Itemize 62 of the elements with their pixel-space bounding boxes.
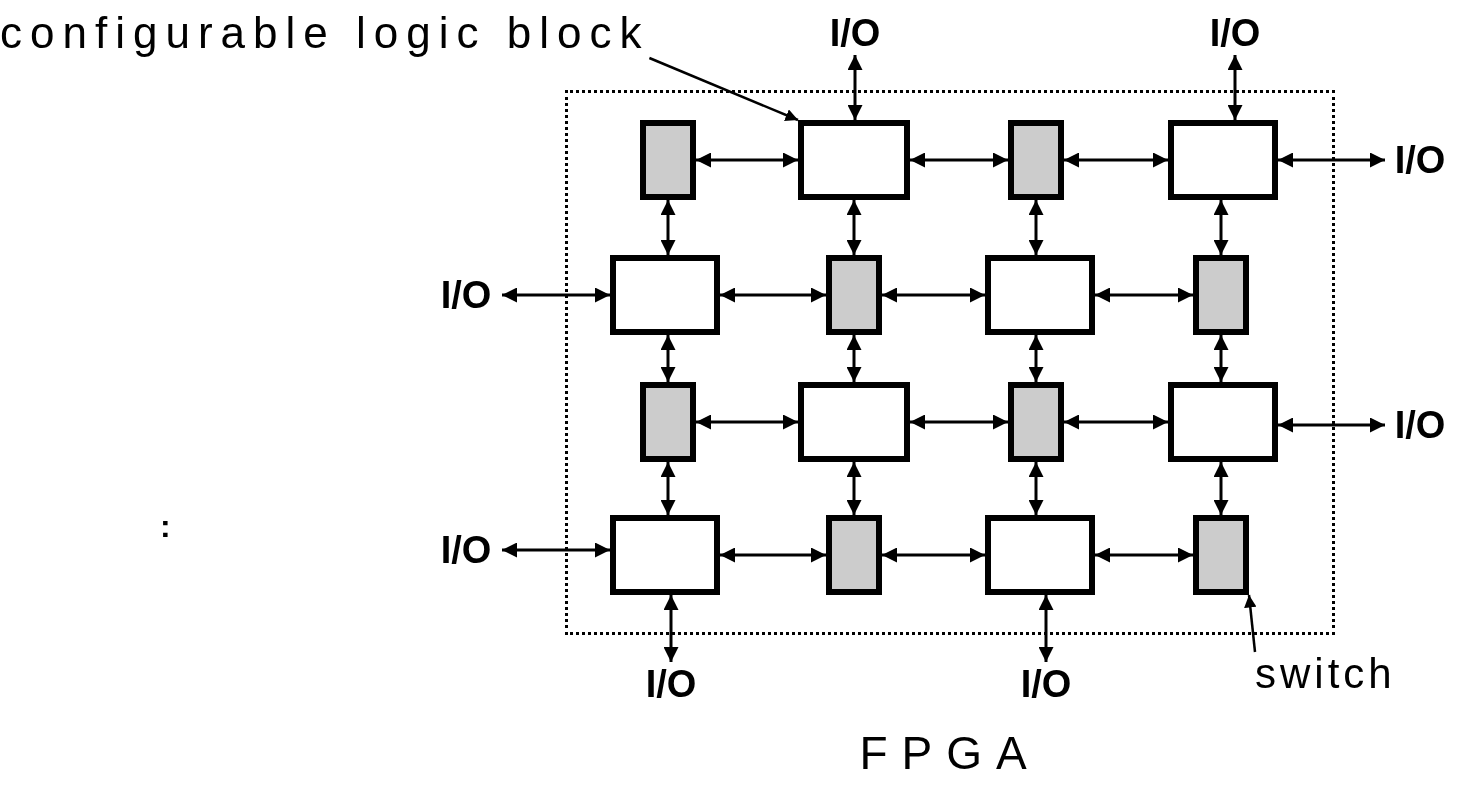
double-arrow [1028, 462, 1044, 515]
double-arrow [910, 152, 1008, 168]
double-arrow [1064, 414, 1168, 430]
double-arrow [1213, 462, 1229, 515]
io-label: I/O [1385, 403, 1455, 447]
diagram-caption: FPGA [859, 730, 1041, 776]
double-arrow [1278, 152, 1385, 168]
double-arrow [1278, 417, 1385, 433]
double-arrow [882, 547, 985, 563]
leader-arrow [1244, 594, 1257, 653]
double-arrow [660, 200, 676, 255]
logic-block [610, 515, 720, 595]
switch-block [1008, 382, 1064, 462]
double-arrow [660, 462, 676, 515]
logic-block [798, 120, 910, 200]
io-label: I/O [1385, 138, 1455, 182]
double-arrow [1028, 200, 1044, 255]
io-label: I/O [1010, 662, 1082, 706]
double-arrow [1213, 200, 1229, 255]
double-arrow [1213, 335, 1229, 382]
callout-text: configurable logic block [0, 8, 650, 58]
double-arrow [882, 287, 985, 303]
double-arrow [847, 55, 863, 120]
switch-block [1008, 120, 1064, 200]
io-label: I/O [815, 10, 895, 55]
io-label: I/O [635, 662, 707, 706]
logic-block [798, 382, 910, 462]
double-arrow [1095, 287, 1193, 303]
switch-block [640, 120, 696, 200]
double-arrow [1028, 335, 1044, 382]
leader-arrow [648, 56, 799, 122]
double-arrow [663, 595, 679, 662]
double-arrow [1227, 55, 1243, 120]
double-arrow [502, 287, 610, 303]
logic-block [1168, 120, 1278, 200]
double-arrow [846, 200, 862, 255]
double-arrow [1038, 595, 1054, 662]
switch-block [826, 255, 882, 335]
stray-mark: : [160, 510, 171, 542]
double-arrow [1064, 152, 1168, 168]
double-arrow [720, 547, 826, 563]
callout-text: switch [1255, 652, 1440, 696]
io-label: I/O [430, 528, 502, 572]
logic-block [1168, 382, 1278, 462]
double-arrow [660, 335, 676, 382]
double-arrow [1095, 547, 1193, 563]
io-label: I/O [430, 273, 502, 317]
logic-block [985, 255, 1095, 335]
double-arrow [720, 287, 826, 303]
switch-block [640, 382, 696, 462]
double-arrow [502, 542, 610, 558]
double-arrow [910, 414, 1008, 430]
logic-block [985, 515, 1095, 595]
double-arrow [846, 462, 862, 515]
io-label: I/O [1195, 10, 1275, 55]
double-arrow [696, 152, 798, 168]
double-arrow [696, 414, 798, 430]
switch-block [826, 515, 882, 595]
switch-block [1193, 515, 1249, 595]
double-arrow [846, 335, 862, 382]
logic-block [610, 255, 720, 335]
switch-block [1193, 255, 1249, 335]
